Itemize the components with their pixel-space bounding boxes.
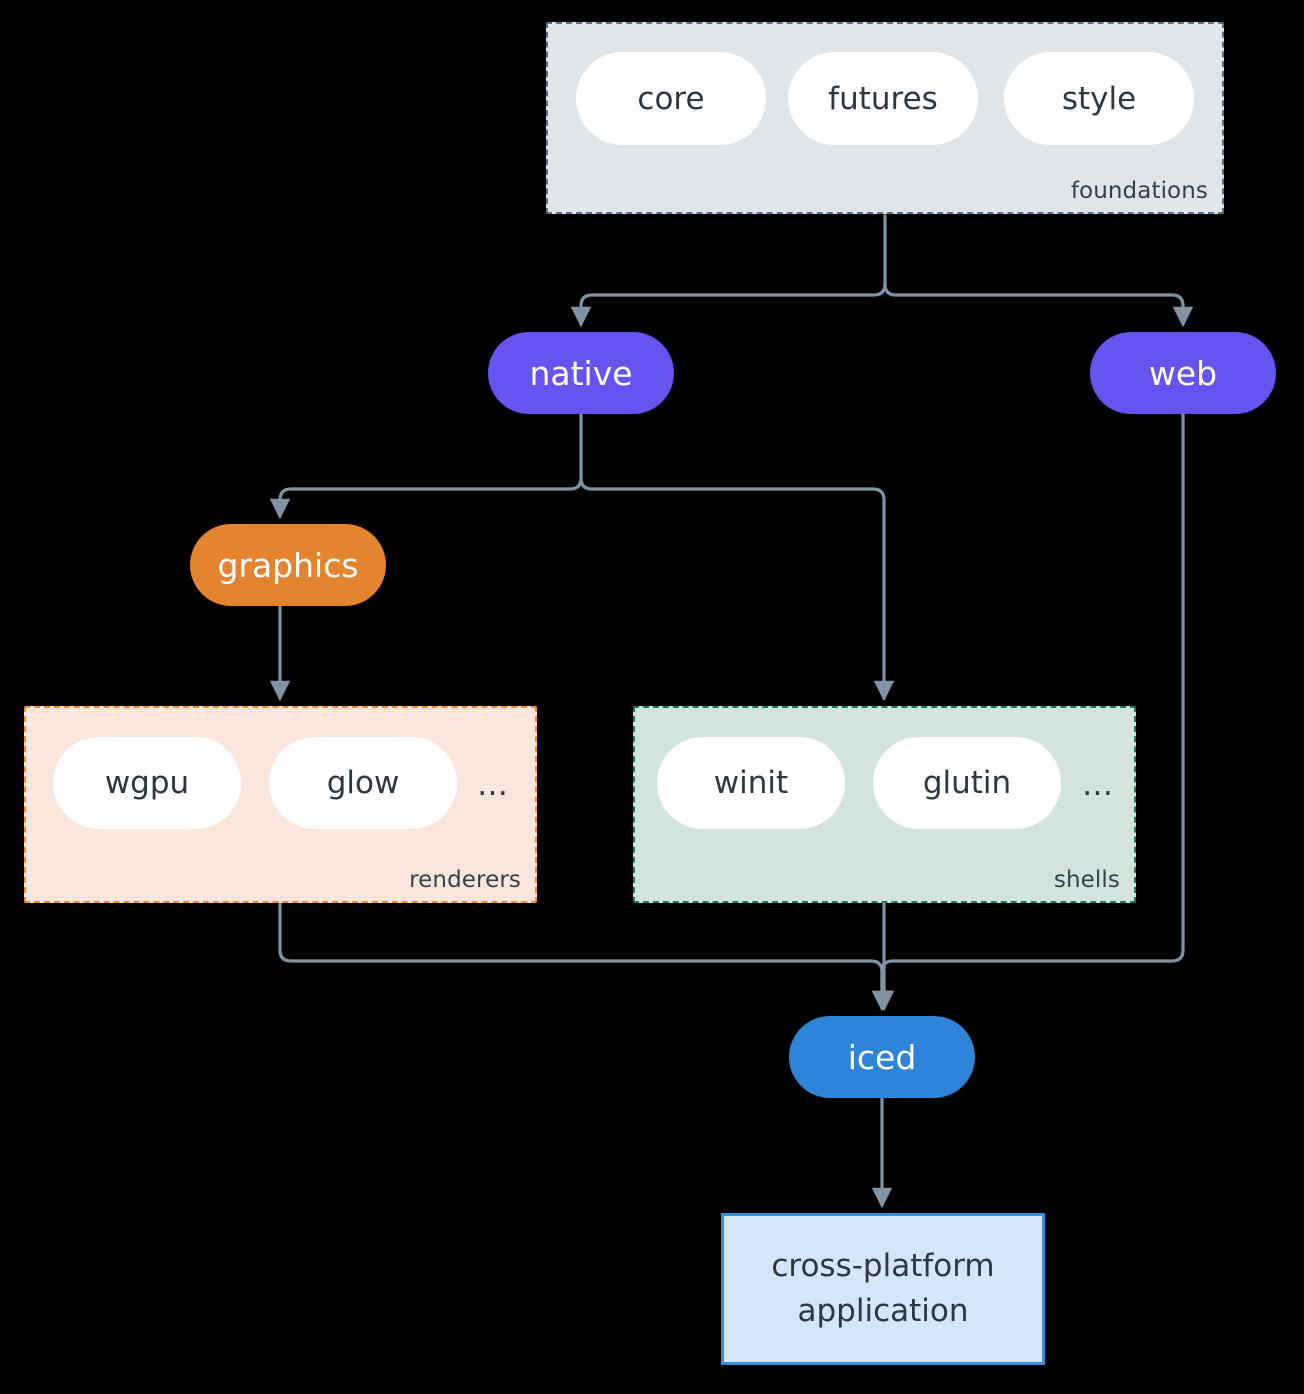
edge-native-shells (579, 476, 895, 702)
cluster-renderers: wgpu glow … renderers (24, 706, 537, 903)
node-native-label: native (529, 353, 633, 393)
renderers-overflow-ellipsis: … (477, 767, 509, 803)
node-graphics[interactable]: graphics (190, 524, 386, 606)
edge-foundations-native (570, 214, 887, 328)
pill-glow[interactable]: glow (269, 737, 457, 829)
cluster-foundations-label: foundations (1070, 178, 1208, 204)
pill-style[interactable]: style (1004, 52, 1194, 145)
pill-futures[interactable]: futures (788, 52, 978, 145)
pill-glow-label: glow (326, 765, 400, 801)
shells-overflow-ellipsis: … (1082, 767, 1114, 803)
node-cross-platform-application[interactable]: cross-platform application (721, 1213, 1045, 1365)
cluster-renderers-label: renderers (409, 867, 521, 893)
pill-winit[interactable]: winit (657, 737, 845, 829)
cluster-shells: winit glutin … shells (633, 706, 1136, 903)
cluster-foundations: core futures style foundations (546, 22, 1224, 214)
pill-glutin-label: glutin (922, 765, 1012, 801)
pill-winit-label: winit (713, 765, 789, 801)
pill-core[interactable]: core (576, 52, 766, 145)
pill-wgpu[interactable]: wgpu (53, 737, 241, 829)
edge-renderers-iced (278, 901, 893, 1012)
edge-native-graphics (269, 412, 583, 520)
node-web[interactable]: web (1090, 332, 1276, 414)
node-iced[interactable]: iced (789, 1016, 975, 1098)
pill-core-label: core (637, 80, 705, 117)
pill-style-label: style (1061, 80, 1137, 117)
pill-wgpu-label: wgpu (104, 765, 190, 801)
node-app-label-line2: application (797, 1293, 969, 1329)
node-web-label: web (1148, 353, 1218, 393)
node-app-label-line1: cross-platform (771, 1248, 995, 1285)
node-native[interactable]: native (488, 332, 674, 414)
node-iced-label: iced (847, 1037, 917, 1077)
node-graphics-label: graphics (217, 545, 359, 585)
cluster-shells-label: shells (1053, 867, 1120, 893)
edge-foundations-web (883, 282, 1194, 328)
pill-glutin[interactable]: glutin (873, 737, 1061, 829)
pill-futures-label: futures (828, 80, 938, 117)
